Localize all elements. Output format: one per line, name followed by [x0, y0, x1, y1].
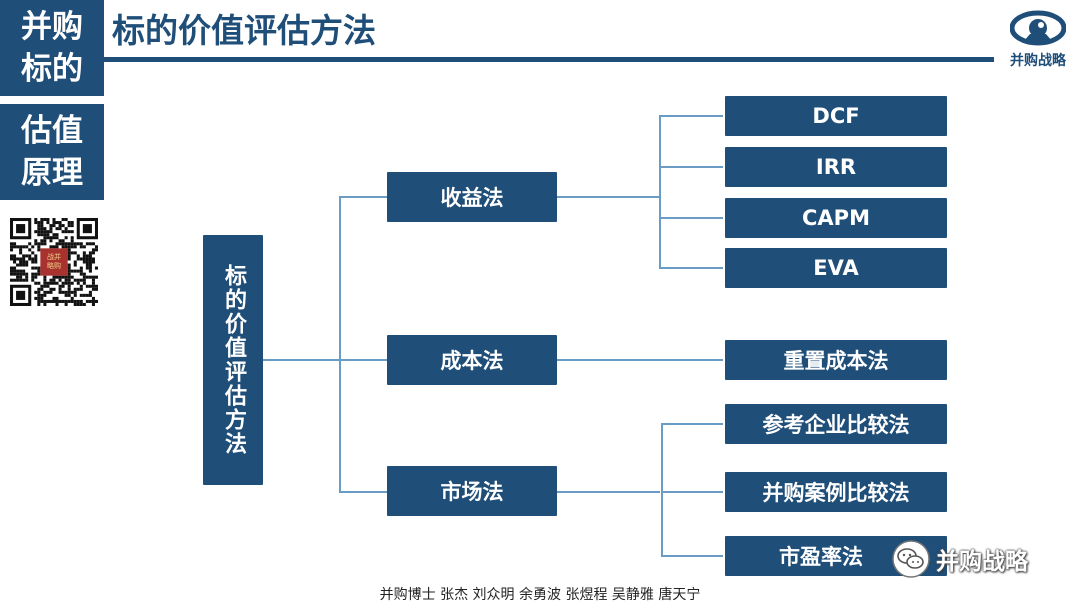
connector-income-leaves: [659, 115, 723, 269]
sidebar-label-top: 并购 标的: [0, 0, 104, 96]
brand-logo: 并购战略: [1002, 8, 1074, 72]
leaf-node-ma-case: 并购案例比较法: [725, 472, 947, 512]
wechat-account-name: 并购战略: [936, 549, 1028, 575]
branch-node-income: 收益法: [387, 172, 557, 222]
leaf-node-eva: EVA: [725, 248, 947, 288]
connector-market-leaves: [661, 423, 723, 557]
branch-node-market: 市场法: [387, 466, 557, 516]
branch-node-cost: 成本法: [387, 335, 557, 385]
leaf-node-dcf: DCF: [725, 96, 947, 136]
sidebar-label-bottom-text: 估值 原理: [21, 113, 83, 191]
diagram-root-node: 标的价值评估方法: [203, 235, 263, 485]
eye-icon: [1010, 10, 1066, 46]
page-title: 标的价值评估方法: [112, 11, 376, 50]
qr-badge-text: 战并 略购: [47, 253, 61, 270]
sidebar-label-bottom: 估值 原理: [0, 104, 104, 200]
wechat-icon: [892, 540, 930, 578]
connector-root-branches: [339, 196, 387, 493]
leaf-node-capm: CAPM: [725, 198, 947, 238]
qr-code: 战并 略购: [10, 218, 98, 306]
brand-name: 并购战略: [1010, 53, 1066, 69]
qr-code-pattern: [10, 218, 98, 306]
leaf-node-irr: IRR: [725, 147, 947, 187]
author-credits: 并购博士 张杰 刘众明 余勇波 张煜程 吴静雅 唐天宁: [379, 587, 701, 603]
leaf-node-comparable-company: 参考企业比较法: [725, 404, 947, 444]
leaf-node-replacement-cost: 重置成本法: [725, 340, 947, 380]
sidebar-label-top-text: 并购 标的: [21, 9, 83, 87]
title-divider: [104, 57, 994, 62]
wechat-watermark: 并购战略: [892, 540, 1028, 578]
